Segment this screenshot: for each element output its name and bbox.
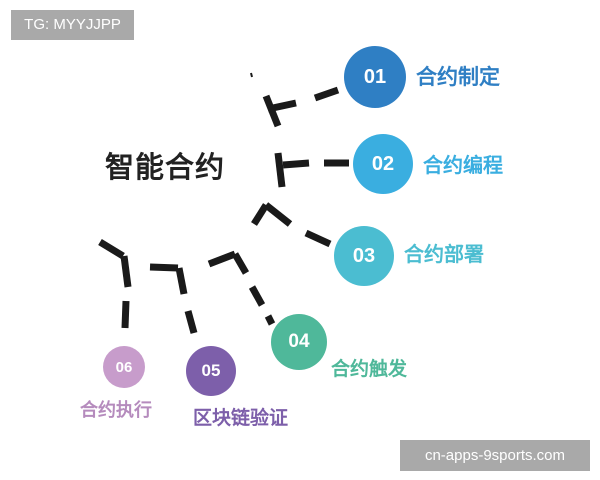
branch-segment	[149, 263, 179, 272]
step-number: 02	[371, 152, 395, 175]
step-node-03: 03	[334, 226, 394, 286]
step-label-04: 合约触发	[331, 358, 408, 380]
watermark-top-left: TG: MYYJJPP	[11, 10, 134, 40]
step-node-04: 04	[271, 314, 327, 370]
branch-segment	[274, 152, 286, 188]
step-label-03: 合约部署	[404, 242, 484, 266]
branch-segment	[251, 203, 269, 226]
step-number: 05	[201, 361, 221, 380]
step-number: 06	[115, 358, 133, 376]
step-node-02: 02	[353, 134, 413, 194]
step-label-06: 合约执行	[80, 400, 152, 421]
step-number: 04	[288, 331, 310, 352]
branch-segment	[175, 267, 188, 295]
watermark-bottom-right: cn-apps-9sports.com	[400, 440, 590, 471]
branch-segment	[184, 310, 198, 334]
branch-segment	[263, 202, 293, 227]
step-label-02: 合约编程	[423, 153, 503, 177]
step-number: 03	[352, 244, 376, 267]
branch-segment	[313, 86, 340, 102]
branch-segment	[264, 314, 276, 326]
step-label-01: 合约制定	[416, 65, 500, 89]
step-node-01: 01	[344, 46, 406, 108]
branch-segment	[248, 285, 266, 307]
branch-segment	[231, 252, 250, 275]
step-node-05: 05	[186, 346, 236, 396]
branch-segment	[250, 72, 253, 78]
step-number: 01	[363, 65, 387, 88]
branch-segment	[304, 229, 332, 248]
branch-segment	[121, 300, 130, 329]
branch-segment	[267, 99, 297, 113]
branch-segment	[98, 239, 125, 259]
step-label-05: 区块链验证	[193, 407, 289, 429]
branch-segment	[207, 250, 237, 268]
diagram-title: 智能合约	[105, 150, 226, 184]
branch-segment	[282, 159, 310, 169]
step-node-06: 06	[103, 346, 145, 388]
branch-segment	[120, 255, 132, 288]
